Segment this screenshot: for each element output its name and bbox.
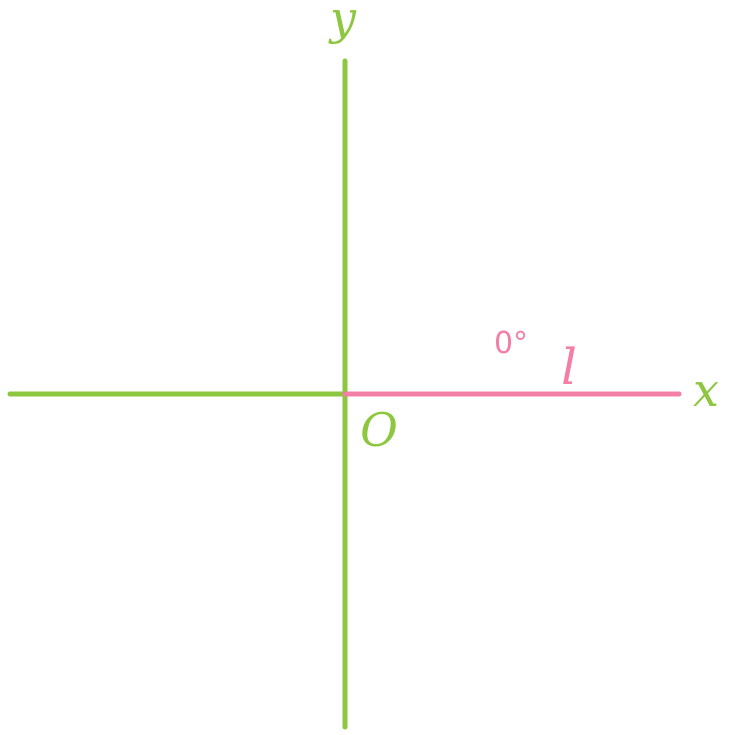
line-l-label: l bbox=[561, 338, 577, 396]
y-axis-label: y bbox=[328, 0, 357, 45]
x-axis-label: x bbox=[693, 363, 719, 417]
angle-label: 0° bbox=[494, 326, 528, 361]
origin-label: O bbox=[360, 403, 398, 457]
